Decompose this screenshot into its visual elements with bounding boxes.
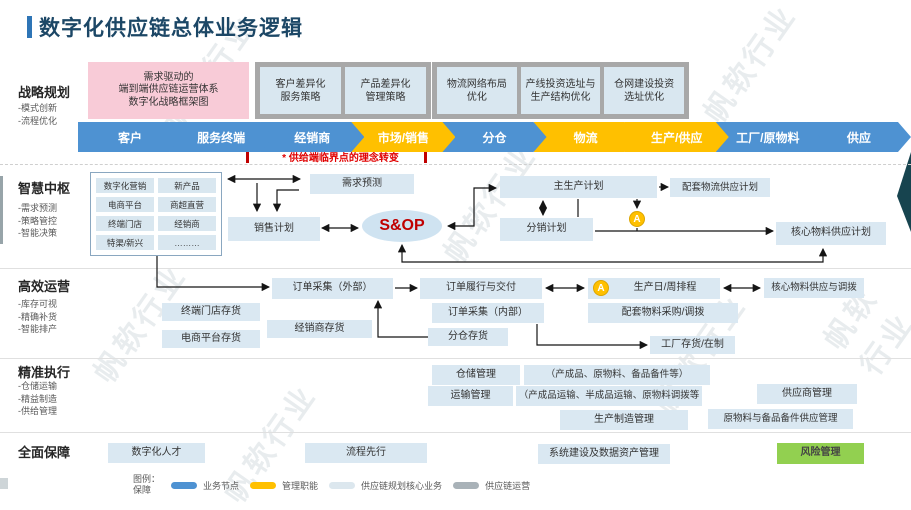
strategy-group-network: 物流网络布局 优化 产线投资选址与 生产结构优化 仓网建设投资 选址优化 (432, 62, 689, 119)
strategy-box-product: 产品差异化 管理策略 (345, 67, 426, 114)
strategy-group-differentiation: 客户差异化 服务策略 产品差异化 管理策略 (255, 62, 431, 119)
legend-swatch-gray (453, 481, 480, 489)
legend-sub: 保障 (133, 485, 152, 495)
section-label-strategy: 战略规划 (18, 85, 71, 100)
section-label-hub: 智慧中枢 (18, 181, 71, 196)
channel-new-product: 新产品 (158, 178, 216, 193)
divider-1 (0, 268, 911, 269)
section-bullets-ops: -库存可视 -精确补货 -智能排产 (18, 299, 57, 334)
channel-direct-retail: 商超直营 (158, 197, 216, 212)
box-dealer-inventory: 经销商存货 (267, 320, 372, 338)
chain-node-customer: 客户 (78, 122, 182, 152)
box-core-material-plan: 核心物料供应计划 (776, 222, 886, 245)
note-marker-right (424, 148, 427, 163)
box-material-purchase: 配套物料采购/调拨 (588, 303, 738, 323)
legend-label: 供应链运营 (485, 480, 531, 491)
box-order-collection-external: 订单采集（外部） (272, 278, 393, 299)
note-marker-left (246, 148, 249, 163)
chain-node-market: 市场/销售 (351, 122, 455, 152)
section-bullets-strategy: -模式创新 -流程优化 (18, 103, 57, 126)
box-transport-mgmt: 运输管理 (428, 386, 513, 406)
box-master-production-plan: 主生产计划 (500, 176, 657, 198)
box-order-collection-internal: 订单采集（内部） (432, 303, 544, 323)
legend-label: 管理职能 (282, 480, 319, 491)
strategy-box-warehouse-network: 仓网建设投资 选址优化 (604, 67, 685, 114)
legend-item-sc-operation: 供应链运营 (453, 479, 530, 492)
chain-node-dealer: 经销商 (260, 122, 364, 152)
legend-label: 业务节点 (203, 480, 240, 491)
box-store-inventory: 终端门店存货 (162, 303, 260, 321)
strategy-box-customer: 客户差异化 服务策略 (260, 67, 341, 114)
strategy-box-production-line: 产线投资选址与 生产结构优化 (520, 67, 601, 114)
legend-item-planning-core: 供应链规划核心业务 (329, 479, 442, 492)
watermark-text: 帆软行业 (438, 138, 544, 270)
channel-ecommerce: 电商平台 (96, 197, 154, 212)
chain-node-warehouse: 分仓 (442, 122, 546, 152)
section-label-assure: 全面保障 (18, 445, 71, 460)
legend-item-mgmt-function: 管理职能 (250, 479, 318, 492)
box-material-backup-mgmt: 原物料与备品备件供应管理 (708, 409, 853, 429)
page-header: 数字化供应链总体业务逻辑 (27, 12, 303, 42)
chain-node-production: 生产/供应 (625, 122, 729, 152)
box-warehouse-inventory: 分仓存货 (428, 328, 508, 346)
legend-swatch-blue (171, 481, 198, 489)
box-order-fulfillment: 订单履行与交付 (420, 278, 542, 299)
bottom-left-decoration (0, 478, 8, 489)
box-logistics-supply-plan: 配套物流供应计划 (670, 178, 770, 197)
badge-a-hub: A (629, 211, 645, 227)
legend-label: 供应链规划核心业务 (361, 480, 443, 491)
box-production-schedule: 生产日/周排程 (588, 278, 720, 299)
channel-digital-marketing: 数字化营销 (96, 178, 154, 193)
strategy-pink-box: 需求驱动的 端到端供应链运营体系 数字化战略框架图 (88, 62, 249, 119)
box-factory-inventory: 工厂存货/在制 (650, 336, 735, 354)
chain-node-logistics: 物流 (534, 122, 638, 152)
chain-node-terminal: 服务终端 (169, 122, 273, 152)
divider-2 (0, 358, 911, 359)
box-digital-talent: 数字化人才 (108, 443, 205, 463)
box-ecom-inventory: 电商平台存货 (162, 330, 260, 348)
box-transport-scope: （产成品运输、半成品运输、原物料调拨等 (516, 386, 702, 406)
channel-matrix-box: 数字化营销 新产品 电商平台 商超直营 终端门店 经销商 特渠/新兴 ……… (90, 172, 222, 256)
box-supplier-mgmt: 供应商管理 (757, 384, 857, 404)
chain-node-supply: 供应 (807, 122, 911, 152)
box-production-mgmt: 生产制造管理 (560, 410, 688, 430)
page-title: 数字化供应链总体业务逻辑 (39, 17, 303, 40)
box-core-material-supply: 核心物料供应与调拨 (764, 278, 864, 298)
sop-ellipse: S&OP (362, 210, 442, 242)
box-sales-plan: 销售计划 (228, 217, 320, 241)
channel-others: ……… (158, 235, 216, 250)
legend-item-business-node: 业务节点 (171, 479, 239, 492)
section-bullets-exec: -仓储运输 -精益制造 -供给管理 (18, 381, 57, 416)
box-risk-mgmt: 风险管理 (777, 443, 864, 464)
section-bullets-hub: -需求预测 -策略管控 -智能决策 (18, 203, 57, 238)
box-warehouse-mgmt: 仓储管理 (432, 365, 520, 385)
box-process-first: 流程先行 (305, 443, 427, 463)
supply-chain-chevron-row: 客户 服务终端 经销商 市场/销售 分仓 物流 生产/供应 工厂/原物料 供应 (78, 122, 911, 152)
legend: 图例： 保障 业务节点 管理职能 供应链规划核心业务 供应链运营 (133, 474, 530, 496)
channel-dealer: 经销商 (158, 216, 216, 231)
chain-note: * 供给端临界点的理念转变 (282, 153, 399, 164)
left-edge-decoration (0, 176, 3, 244)
chain-node-factory: 工厂/原物料 (716, 122, 820, 152)
section-label-exec: 精准执行 (18, 365, 71, 380)
badge-a-ops: A (593, 280, 609, 296)
legend-swatch-yellow (250, 481, 277, 489)
channel-terminal-store: 终端门店 (96, 216, 154, 231)
box-warehouse-scope: （产成品、原物料、备品备件等） (524, 365, 710, 385)
legend-title: 图例： (133, 474, 161, 484)
section-label-ops: 高效运营 (18, 279, 71, 294)
divider-dashed (0, 164, 911, 165)
title-accent-bar (27, 16, 32, 38)
box-distribution-plan: 分销计划 (500, 218, 593, 241)
box-system-data-asset: 系统建设及数据资产管理 (538, 444, 670, 464)
strategy-box-logistics-network: 物流网络布局 优化 (437, 67, 517, 114)
watermark-text: 帆软行业 (88, 258, 194, 390)
legend-swatch-light (329, 481, 356, 489)
box-demand-forecast: 需求预测 (310, 174, 414, 194)
divider-3 (0, 432, 911, 433)
channel-special-emerging: 特渠/新兴 (96, 235, 154, 250)
watermark-text: 帆软行业 (698, 0, 804, 130)
